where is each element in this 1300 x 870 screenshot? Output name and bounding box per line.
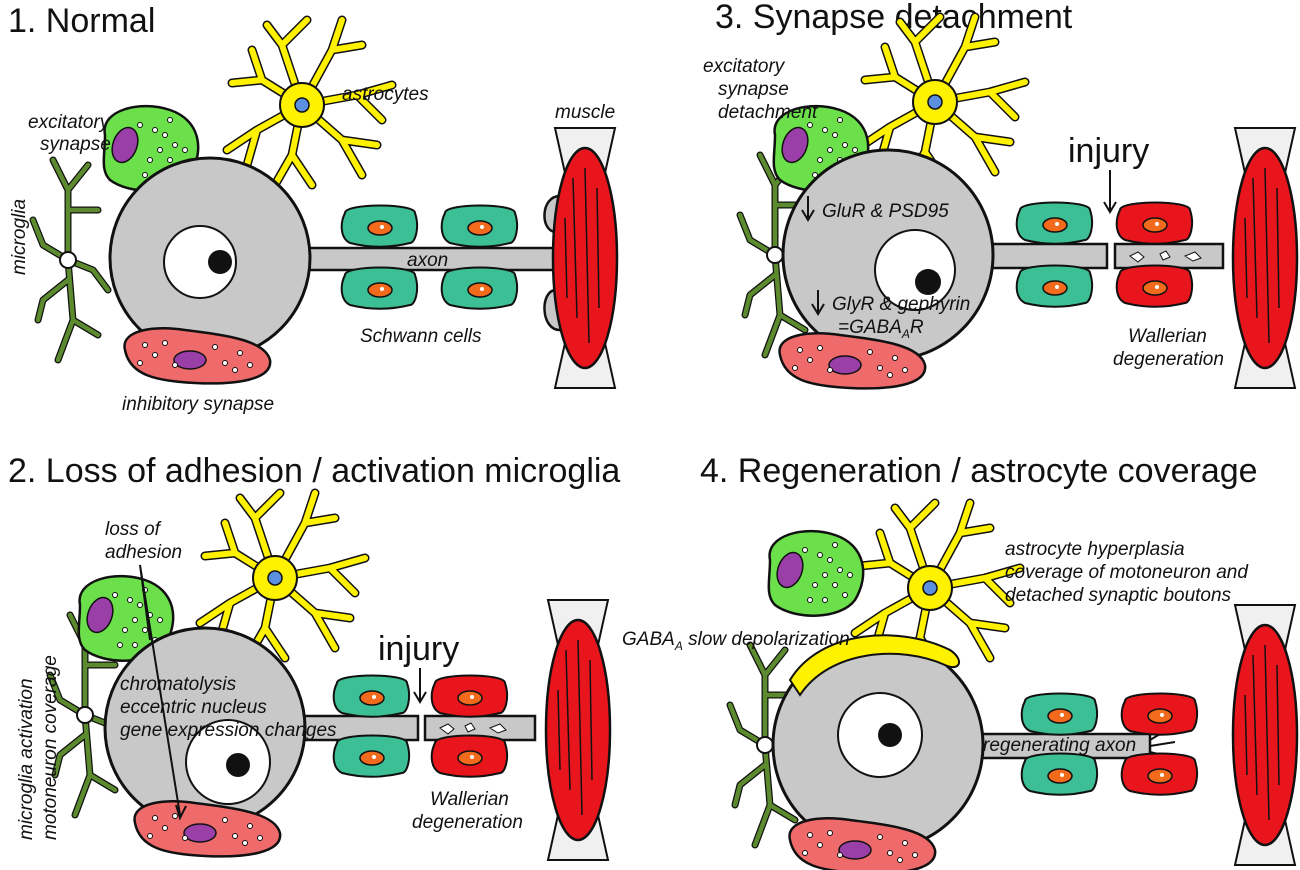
schwann-cell — [1015, 264, 1094, 308]
label-synapse: synapse — [40, 134, 111, 155]
label-adhesion: adhesion — [105, 542, 182, 563]
label-gabaar: =GABAAR — [838, 317, 924, 341]
label-gene-expression: gene expression changes — [120, 720, 337, 741]
nucleolus — [878, 723, 902, 747]
muscle-fiber — [544, 598, 612, 862]
schwann-cell — [332, 734, 411, 778]
schwann-cell — [1020, 692, 1099, 736]
panel-3-title: 3. Synapse detachment — [715, 0, 1073, 36]
label-astrocytes: astrocytes — [342, 84, 429, 105]
label-inhibitory-synapse: inhibitory synapse — [122, 394, 274, 415]
label-wallerian: Wallerian — [1128, 326, 1207, 347]
schwann-cell — [440, 204, 519, 248]
schwann-cell — [440, 266, 519, 310]
excitatory-synapse-bouton — [767, 529, 865, 617]
label-glur-psd95: GluR & PSD95 — [822, 201, 949, 222]
label-excitatory: excitatory — [703, 56, 786, 77]
label-wallerian: Wallerian — [430, 789, 509, 810]
panel-3-synapse-detachment: 3. Synapse detachment excitatory synapse… — [703, 0, 1299, 390]
schwann-cell-degenerating — [430, 674, 509, 718]
label-schwann-cells: Schwann cells — [360, 326, 482, 347]
label-detached-boutons: detached synaptic boutons — [1005, 585, 1232, 606]
nucleolus — [208, 250, 232, 274]
label-synapse: synapse — [718, 79, 789, 100]
label-degeneration: degeneration — [412, 812, 523, 833]
panel-2-title: 2. Loss of adhesion / activation microgl… — [8, 452, 620, 490]
panel-4-title: 4. Regeneration / astrocyte coverage — [700, 452, 1258, 490]
schwann-cell — [1120, 692, 1199, 736]
schwann-cell — [1015, 201, 1094, 245]
label-injury: injury — [378, 630, 459, 668]
label-microglia-activation: microglia activation — [16, 678, 37, 840]
schwann-cell — [1120, 752, 1199, 796]
panel-4-regeneration: 4. Regeneration / astrocyte coverage ast… — [622, 452, 1299, 870]
muscle-fiber — [1231, 126, 1299, 390]
schwann-cell — [340, 266, 419, 310]
label-glyr-gephyrin: GlyR & gephyrin — [832, 294, 970, 315]
label-chromatolysis: chromatolysis — [120, 674, 237, 695]
astrocyte-cell — [227, 20, 392, 190]
label-axon: axon — [407, 250, 448, 271]
label-astrocyte-hyperplasia: astrocyte hyperplasia — [1005, 539, 1185, 560]
panel-1-normal: 1. Normal excitatory synapse astrocytes … — [8, 2, 619, 415]
label-injury: injury — [1068, 132, 1149, 170]
nucleolus — [226, 753, 250, 777]
label-excitatory: excitatory — [28, 112, 111, 133]
label-loss-of: loss of — [105, 519, 162, 540]
label-detachment: detachment — [718, 102, 818, 123]
schwann-cell — [340, 204, 419, 248]
axon-proximal — [973, 242, 1109, 270]
schwann-cell-degenerating — [1115, 201, 1194, 245]
panel-1-title: 1. Normal — [8, 2, 155, 40]
label-microglia: microglia — [9, 199, 30, 275]
schwann-cell-degenerating — [430, 734, 509, 778]
label-degeneration: degeneration — [1113, 349, 1224, 370]
nucleus — [163, 225, 237, 299]
label-eccentric-nucleus: eccentric nucleus — [120, 697, 267, 718]
microglia-cell — [33, 160, 108, 360]
schwann-cell-degenerating — [1115, 264, 1194, 308]
label-motoneuron-coverage: motoneuron coverage — [40, 655, 61, 840]
muscle-fiber — [1231, 603, 1299, 867]
muscle-fiber — [551, 126, 619, 390]
astrocyte-process-coverage — [788, 634, 960, 697]
schwann-cell — [332, 674, 411, 718]
label-regenerating-axon: regenerating axon — [983, 735, 1136, 756]
label-coverage-motoneuron: coverage of motoneuron and — [1005, 562, 1249, 583]
label-muscle: muscle — [555, 102, 615, 123]
nucleolus — [915, 269, 941, 295]
panel-2-loss-of-adhesion: 2. Loss of adhesion / activation microgl… — [8, 452, 620, 862]
label-gaba-slow-depolarization: GABAA slow depolarization — [622, 629, 850, 653]
schwann-cell — [1020, 752, 1099, 796]
